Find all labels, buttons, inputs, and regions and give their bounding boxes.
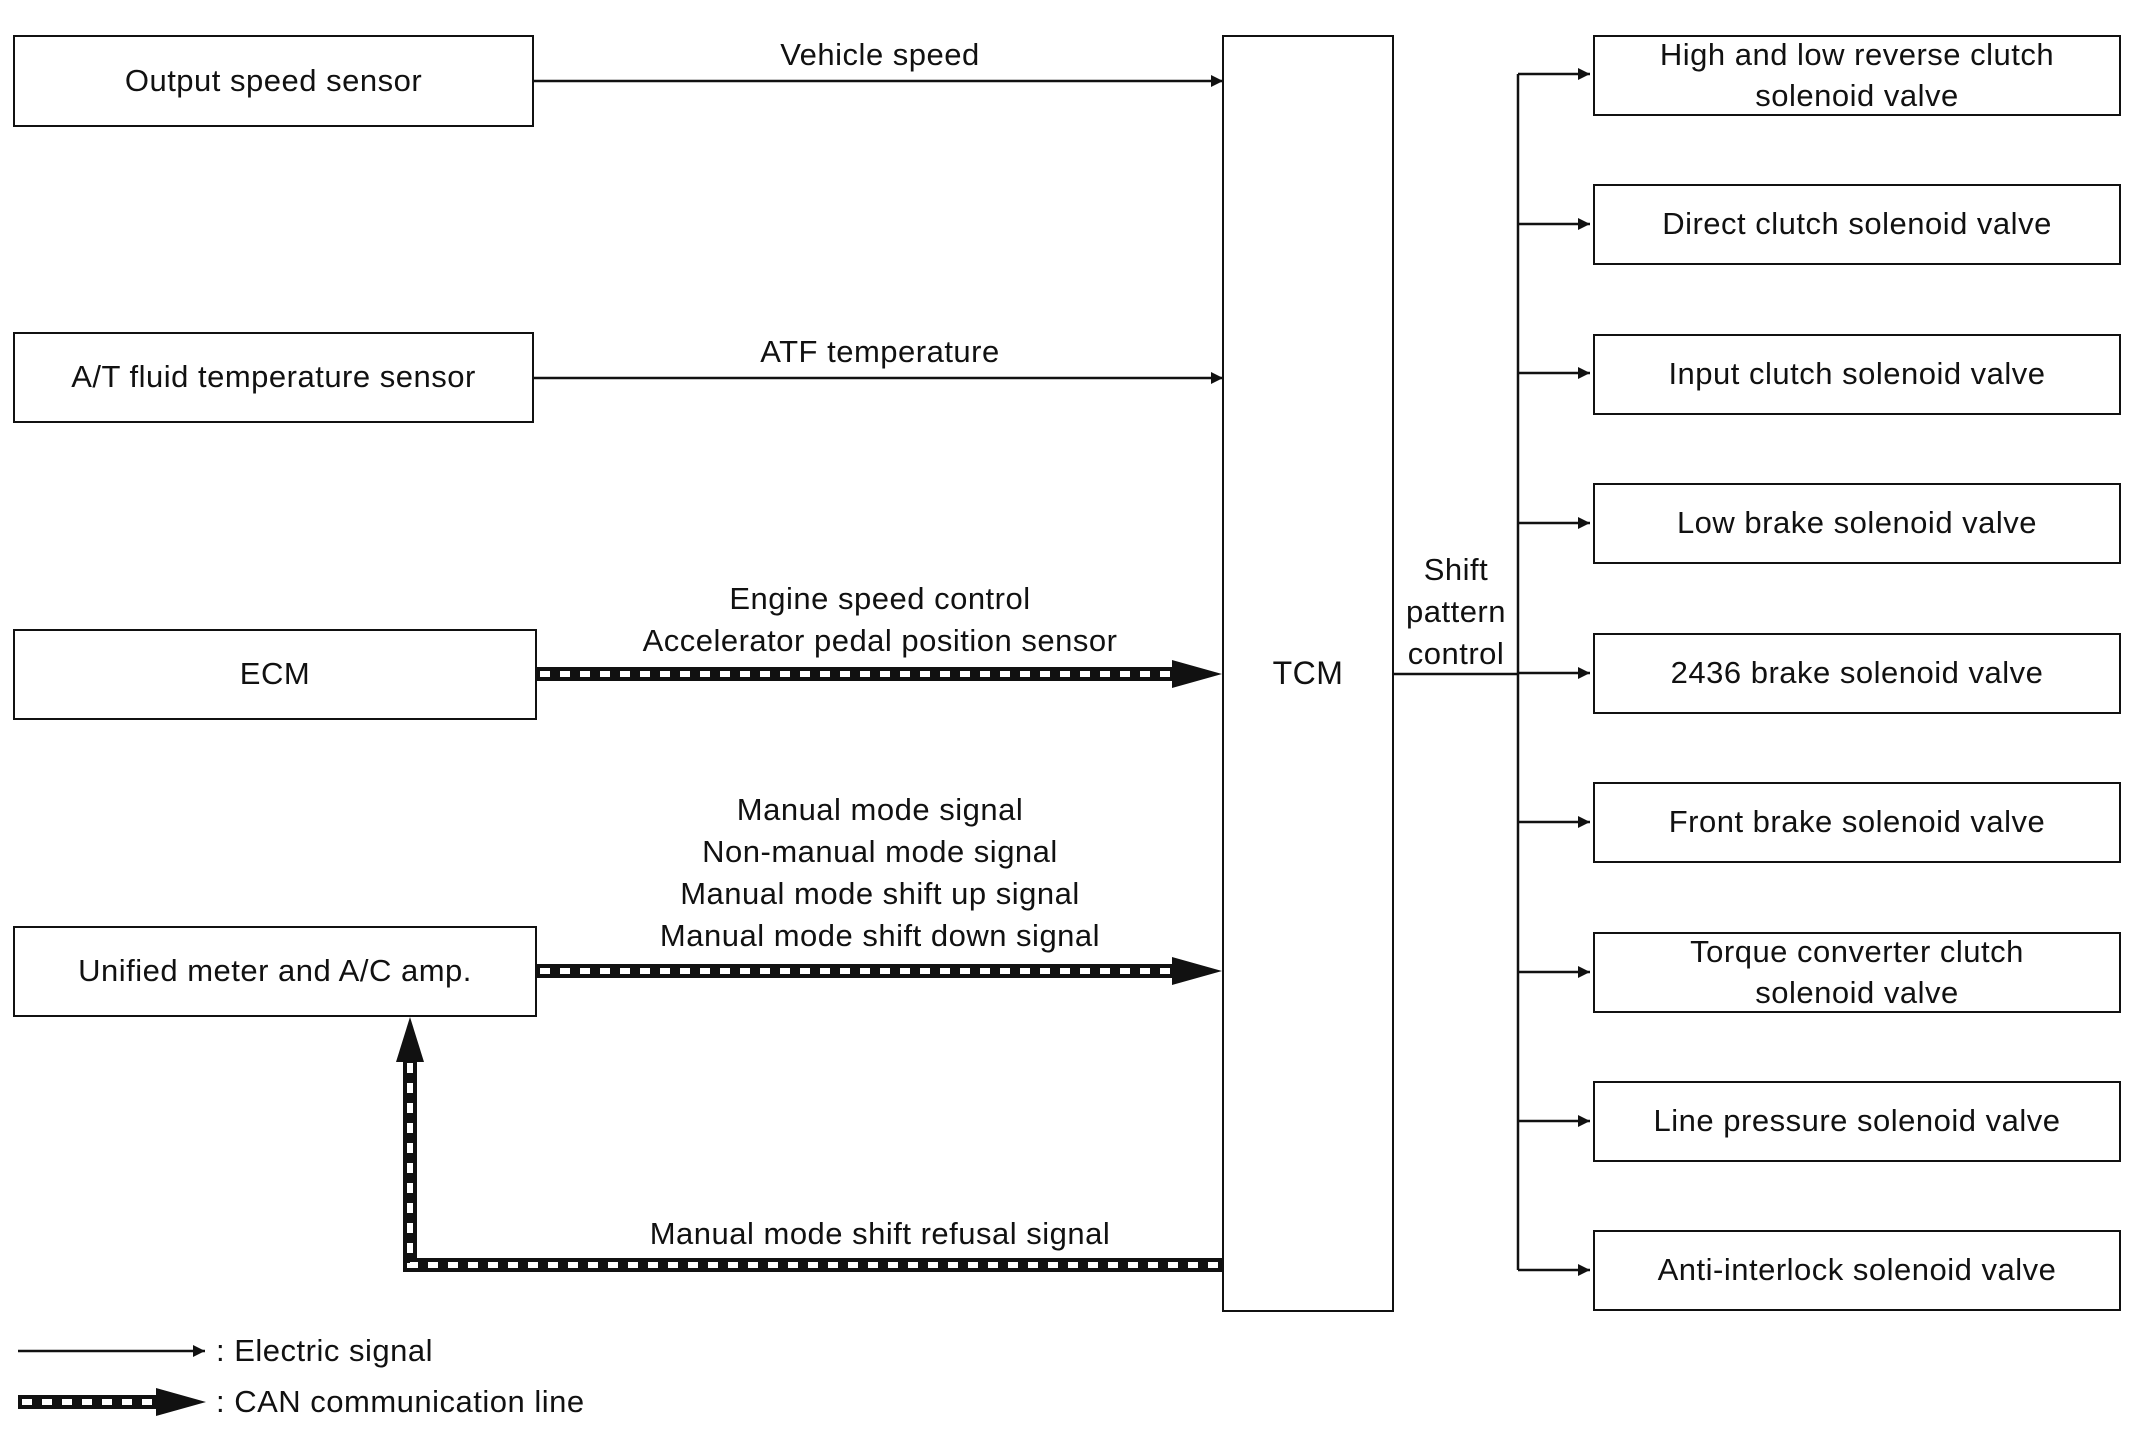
- at-fluid-temp-sensor-box: A/T fluid temperature sensor: [13, 332, 534, 423]
- ecm-signal-line: Accelerator pedal position sensor: [642, 623, 1118, 658]
- output-valve-box: Line pressure solenoid valve: [1593, 1081, 2121, 1162]
- valve-label-line1: Low brake solenoid valve: [1676, 505, 2038, 541]
- meter-signal-line: Manual mode shift up signal: [680, 876, 1080, 911]
- shift-pattern-line: Shift: [1423, 552, 1489, 587]
- ecm-box: ECM: [13, 629, 537, 720]
- valve-label-line1: Anti-interlock solenoid valve: [1657, 1252, 2057, 1288]
- output-valve-box: Torque converter clutch solenoid valve: [1593, 932, 2121, 1013]
- output-valve-box: Low brake solenoid valve: [1593, 483, 2121, 564]
- valve-label-line1: 2436 brake solenoid valve: [1670, 655, 2044, 691]
- atf-temperature-label: ATF temperature: [760, 334, 1000, 369]
- unified-meter-label: Unified meter and A/C amp.: [78, 953, 472, 989]
- valve-label-line1: Direct clutch solenoid valve: [1662, 206, 2052, 242]
- vehicle-speed-label: Vehicle speed: [780, 37, 980, 72]
- valve-label-line2: solenoid valve: [1755, 974, 1959, 1010]
- output-valve-box: Input clutch solenoid valve: [1593, 334, 2121, 415]
- meter-signal-line: Non-manual mode signal: [702, 834, 1058, 869]
- ecm-can-line: [537, 660, 1222, 688]
- output-valve-box: Anti-interlock solenoid valve: [1593, 1230, 2121, 1311]
- legend-can-symbol: [18, 1388, 206, 1416]
- valve-label-line1: Input clutch solenoid valve: [1668, 356, 2046, 392]
- refusal-signal-label: Manual mode shift refusal signal: [649, 1216, 1111, 1251]
- valve-label-line1: High and low reverse clutch: [1659, 36, 2055, 72]
- shift-pattern-control-label: Shift pattern control: [1396, 549, 1516, 675]
- ecm-signal-labels: Engine speed control Accelerator pedal p…: [560, 578, 1200, 662]
- output-valve-box: 2436 brake solenoid valve: [1593, 633, 2121, 714]
- shift-pattern-line: control: [1407, 636, 1505, 671]
- tcm-box: TCM: [1222, 35, 1394, 1312]
- output-speed-sensor-label: Output speed sensor: [124, 62, 423, 98]
- legend-can-label: : CAN communication line: [216, 1384, 585, 1419]
- valve-label-line2: solenoid valve: [1755, 77, 1959, 113]
- meter-signal-labels: Manual mode signal Non-manual mode signa…: [560, 789, 1200, 957]
- output-valve-box: Front brake solenoid valve: [1593, 782, 2121, 863]
- shift-pattern-line: pattern: [1405, 594, 1506, 629]
- meter-signal-line: Manual mode shift down signal: [659, 918, 1101, 953]
- output-valve-box: Direct clutch solenoid valve: [1593, 184, 2121, 265]
- meter-signal-line: Manual mode signal: [736, 792, 1024, 827]
- meter-can-line: [537, 957, 1222, 985]
- tcm-label: TCM: [1272, 655, 1344, 692]
- valve-label-line1: Front brake solenoid valve: [1668, 804, 2046, 840]
- at-fluid-temp-sensor-label: A/T fluid temperature sensor: [71, 359, 476, 395]
- valve-label-line1: Line pressure solenoid valve: [1653, 1103, 2061, 1139]
- ecm-signal-line: Engine speed control: [729, 581, 1031, 616]
- output-speed-sensor-box: Output speed sensor: [13, 35, 534, 127]
- refusal-can-line: [396, 1017, 1222, 1272]
- valve-label-line1: Torque converter clutch: [1690, 933, 2024, 969]
- legend-electric-label: : Electric signal: [216, 1333, 433, 1368]
- ecm-label: ECM: [239, 656, 311, 692]
- unified-meter-box: Unified meter and A/C amp.: [13, 926, 537, 1017]
- output-valve-box: High and low reverse clutch solenoid valv…: [1593, 35, 2121, 116]
